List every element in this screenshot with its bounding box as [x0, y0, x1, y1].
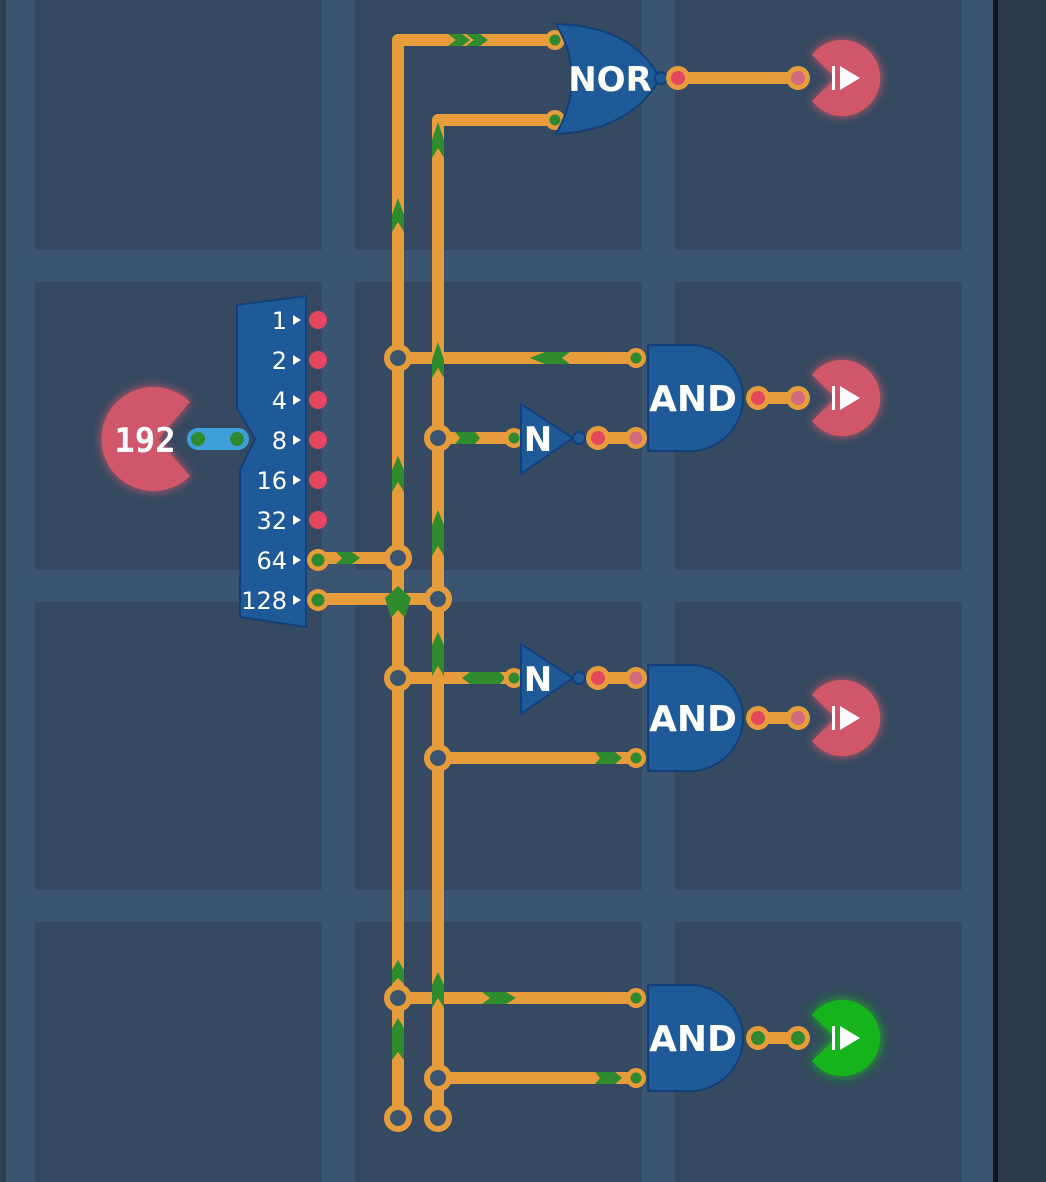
output-2[interactable] — [786, 360, 881, 436]
splitter-bit-label: 4 — [272, 387, 287, 415]
and-gate-3-label: AND — [649, 1019, 737, 1060]
arrow-right-icon — [293, 475, 301, 485]
play-icon — [832, 66, 860, 90]
splitter-bit-4: 4 — [272, 387, 327, 415]
signal-arrows — [336, 34, 622, 1084]
not-gate-1[interactable]: N — [504, 402, 610, 476]
input-value: 192 — [114, 421, 175, 461]
splitter-pin-low[interactable] — [309, 391, 327, 409]
splitter-bit-label: 2 — [272, 347, 287, 375]
not-gate-1-label: N — [524, 420, 552, 460]
splitter-bit-128: 128 — [241, 587, 329, 615]
output-3[interactable] — [786, 680, 881, 756]
arrow-right-icon — [293, 355, 301, 365]
wire-bus-128 — [432, 114, 561, 1124]
splitter-bit-label: 8 — [272, 427, 287, 455]
and-gate-3[interactable]: AND — [626, 984, 770, 1092]
play-icon — [832, 706, 860, 730]
splitter-pin-low[interactable] — [309, 311, 327, 329]
splitter-bit-label: 16 — [256, 467, 287, 495]
splitter-bit-2: 2 — [272, 347, 327, 375]
play-icon — [832, 1026, 860, 1050]
arrow-right-icon — [293, 515, 301, 525]
and-gate-2-label: AND — [649, 699, 737, 740]
splitter-bit-label: 1 — [272, 307, 287, 335]
splitter-bit-64: 64 — [256, 547, 329, 575]
splitter-pin-low[interactable] — [309, 511, 327, 529]
splitter-bit-1: 1 — [272, 307, 327, 335]
arrow-right-icon — [293, 595, 301, 605]
arrow-right-icon — [293, 555, 301, 565]
nor-gate[interactable]: NOR — [545, 22, 690, 136]
splitter-bit-label: 128 — [241, 587, 287, 615]
splitter-bit-label: 64 — [256, 547, 287, 575]
splitter-pin-high[interactable] — [311, 553, 325, 567]
output-1[interactable] — [786, 40, 881, 117]
byte-splitter[interactable]: 1 2 4 8 16 32 64 128 — [236, 294, 329, 629]
not-gate-2[interactable]: N — [504, 642, 610, 716]
splitter-pin-low[interactable] — [309, 431, 327, 449]
side-panel — [998, 0, 1046, 1182]
and-gate-1[interactable]: AND — [625, 344, 770, 452]
play-icon — [832, 386, 860, 410]
arrow-right-icon — [293, 315, 301, 325]
arrow-right-icon — [293, 435, 301, 445]
and-gate-2[interactable]: AND — [625, 664, 770, 772]
splitter-bit-32: 32 — [256, 507, 327, 535]
splitter-pin-low[interactable] — [309, 351, 327, 369]
splitter-pin-low[interactable] — [309, 471, 327, 489]
wire-bus-64 — [392, 34, 561, 1124]
splitter-pin-high[interactable] — [311, 593, 325, 607]
splitter-bit-8: 8 — [272, 427, 327, 455]
splitter-bit-label: 32 — [256, 507, 287, 535]
nor-gate-label: NOR — [568, 60, 652, 100]
not-gate-2-label: N — [524, 660, 552, 700]
wire-junctions — [384, 344, 452, 1132]
splitter-bit-16: 16 — [256, 467, 327, 495]
byte-input[interactable]: 192 — [101, 387, 249, 492]
panel-divider — [993, 0, 998, 1182]
arrow-right-icon — [293, 395, 301, 405]
and-gate-1-label: AND — [649, 379, 737, 420]
output-4[interactable] — [786, 1000, 881, 1076]
